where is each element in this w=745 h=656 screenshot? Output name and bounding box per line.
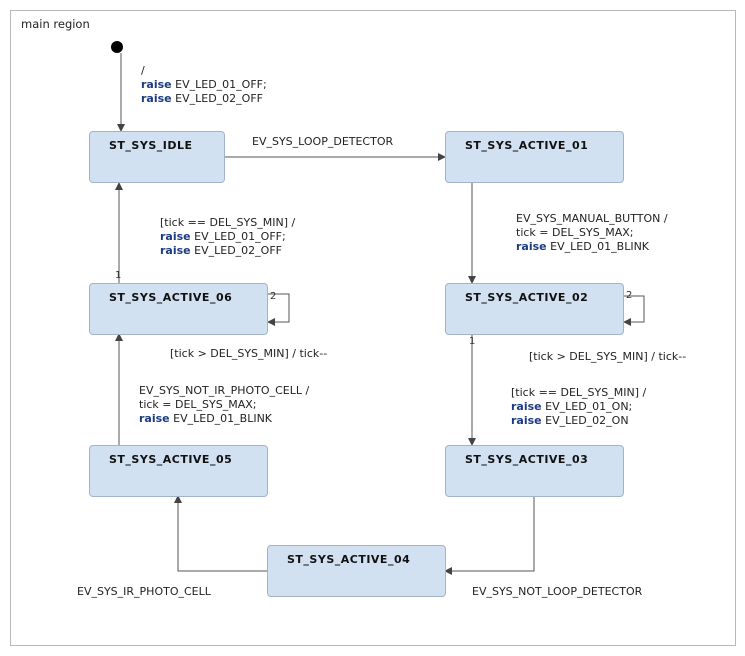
state-st-sys-active-02[interactable]: ST_SYS_ACTIVE_02 bbox=[445, 283, 624, 335]
edge-active04-active05 bbox=[174, 495, 267, 572]
state-st-sys-active-04[interactable]: ST_SYS_ACTIVE_04 bbox=[267, 545, 446, 597]
initial-pseudostate bbox=[111, 41, 123, 53]
label-line: EV_LED_01_BLINK bbox=[169, 412, 273, 425]
label-line: [tick == DEL_SYS_MIN] / bbox=[160, 216, 296, 229]
label-active06-idle[interactable]: [tick == DEL_SYS_MIN] / raise EV_LED_01_… bbox=[160, 216, 295, 258]
label-line: [tick == DEL_SYS_MIN] / bbox=[511, 386, 647, 399]
priority-active06-self: 2 bbox=[270, 291, 277, 302]
label-active02-self[interactable]: [tick > DEL_SYS_MIN] / tick-- bbox=[529, 350, 687, 363]
priority-active02-self: 2 bbox=[626, 290, 633, 301]
edge-active02-self bbox=[623, 295, 645, 326]
raise-keyword: raise bbox=[511, 400, 542, 413]
label-idle-active01[interactable]: EV_SYS_LOOP_DETECTOR bbox=[252, 135, 394, 148]
label-line: tick = DEL_SYS_MAX; bbox=[139, 398, 257, 411]
label-line: EV_SYS_MANUAL_BUTTON / bbox=[516, 212, 668, 225]
label-active06-self[interactable]: [tick > DEL_SYS_MIN] / tick-- bbox=[170, 347, 328, 360]
raise-keyword: raise bbox=[141, 78, 172, 91]
raise-keyword: raise bbox=[139, 412, 170, 425]
label-line: EV_LED_02_OFF bbox=[190, 244, 282, 257]
label-line: EV_LED_01_OFF; bbox=[190, 230, 286, 243]
priority-active02-out: 1 bbox=[469, 336, 476, 347]
priority-active06-out: 1 bbox=[115, 270, 122, 281]
state-name: ST_SYS_ACTIVE_06 bbox=[109, 291, 233, 304]
state-st-sys-idle[interactable]: ST_SYS_IDLE bbox=[89, 131, 225, 183]
edge-active06-self bbox=[267, 293, 290, 326]
label-line: tick = DEL_SYS_MAX; bbox=[516, 226, 634, 239]
label-active04-active05[interactable]: EV_SYS_IR_PHOTO_CELL bbox=[77, 585, 211, 598]
state-name: ST_SYS_ACTIVE_04 bbox=[287, 553, 411, 566]
label-line: EV_LED_01_OFF; bbox=[171, 78, 267, 91]
state-st-sys-active-05[interactable]: ST_SYS_ACTIVE_05 bbox=[89, 445, 268, 497]
raise-keyword: raise bbox=[516, 240, 547, 253]
label-line: / bbox=[141, 64, 145, 77]
raise-keyword: raise bbox=[160, 244, 191, 257]
state-st-sys-active-06[interactable]: ST_SYS_ACTIVE_06 bbox=[89, 283, 268, 335]
edge-active03-active04 bbox=[444, 496, 535, 575]
raise-keyword: raise bbox=[141, 92, 172, 105]
label-init-transition[interactable]: / raise EV_LED_01_OFF; raise EV_LED_02_O… bbox=[141, 64, 267, 106]
state-name: ST_SYS_IDLE bbox=[109, 139, 193, 152]
label-active05-active06[interactable]: EV_SYS_NOT_IR_PHOTO_CELL / tick = DEL_SY… bbox=[139, 384, 309, 426]
label-line: EV_SYS_NOT_IR_PHOTO_CELL / bbox=[139, 384, 310, 397]
state-name: ST_SYS_ACTIVE_03 bbox=[465, 453, 589, 466]
state-name: ST_SYS_ACTIVE_01 bbox=[465, 139, 589, 152]
label-line: EV_LED_02_OFF bbox=[171, 92, 263, 105]
raise-keyword: raise bbox=[511, 414, 542, 427]
label-line: EV_LED_02_ON bbox=[541, 414, 629, 427]
label-line: EV_LED_01_BLINK bbox=[546, 240, 650, 253]
state-name: ST_SYS_ACTIVE_05 bbox=[109, 453, 233, 466]
label-active01-active02[interactable]: EV_SYS_MANUAL_BUTTON / tick = DEL_SYS_MA… bbox=[516, 212, 668, 254]
region-title: main region bbox=[21, 17, 90, 31]
label-active02-active03[interactable]: [tick == DEL_SYS_MIN] / raise EV_LED_01_… bbox=[511, 386, 646, 428]
label-active03-active04[interactable]: EV_SYS_NOT_LOOP_DETECTOR bbox=[472, 585, 643, 598]
state-st-sys-active-03[interactable]: ST_SYS_ACTIVE_03 bbox=[445, 445, 624, 497]
raise-keyword: raise bbox=[160, 230, 191, 243]
state-st-sys-active-01[interactable]: ST_SYS_ACTIVE_01 bbox=[445, 131, 624, 183]
label-line: EV_LED_01_ON; bbox=[541, 400, 633, 413]
state-name: ST_SYS_ACTIVE_02 bbox=[465, 291, 589, 304]
